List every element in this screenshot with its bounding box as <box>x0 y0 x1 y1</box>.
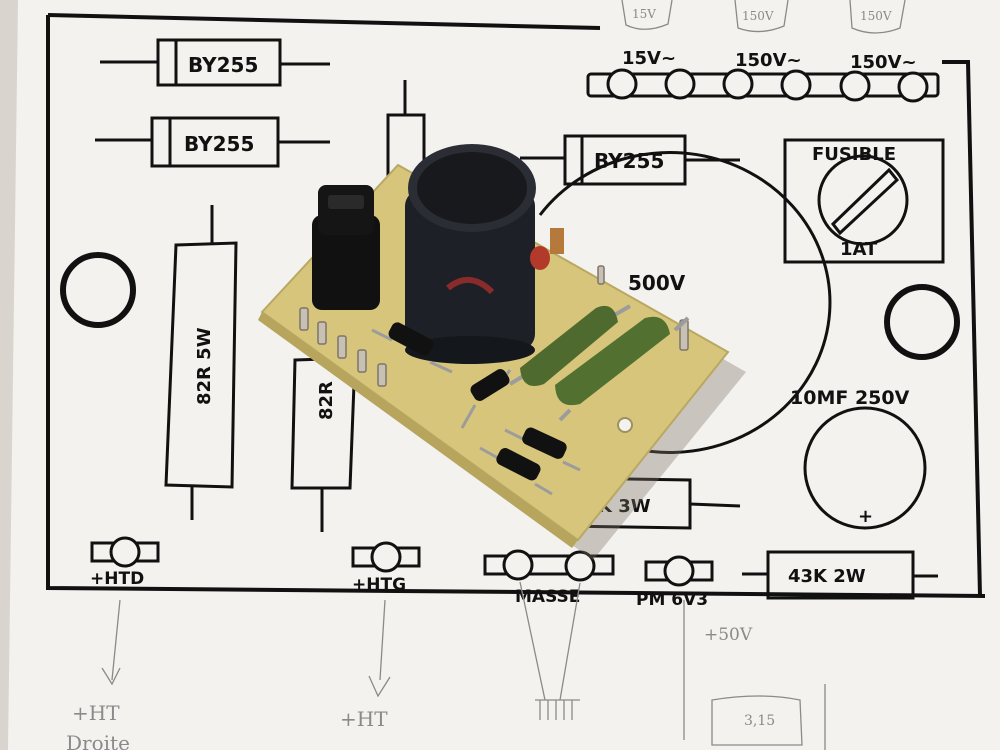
transformer-taps: 15V~ 150V~ 150V~ <box>586 48 940 103</box>
pcb-green-resistor-2 <box>555 316 690 422</box>
label-fuse-rating: 1AT <box>840 239 878 260</box>
label-pm-6v3: PM 6V3 <box>636 590 708 610</box>
label-by255-a: BY255 <box>188 53 258 77</box>
pcb-fuse-holder <box>312 185 380 310</box>
diode-by255-b: BY255 <box>95 116 330 168</box>
label-by255-b: BY255 <box>184 132 254 156</box>
mounting-hole-left <box>60 252 136 328</box>
resistor-82r-5w: 82R 5W <box>164 205 238 520</box>
terminal-masse: MASSE <box>483 549 615 607</box>
pcb-electrolytic-capacitor <box>405 144 536 364</box>
pencil-sketch <box>101 0 906 750</box>
label-tap-150v-a: 150V~ <box>735 50 802 71</box>
capacitor-10mf: 10MF 250V + <box>790 387 927 530</box>
label-82r: 82R <box>316 381 337 420</box>
pencil-ht-right: +HT <box>340 707 388 731</box>
pencil-150v-b: 150V <box>860 9 892 23</box>
terminal-pm-6v3: PM 6V3 <box>636 555 714 610</box>
fuse-holder: FUSIBLE 1AT <box>783 138 945 264</box>
label-k-3w: K 3W <box>598 496 651 517</box>
pcb-green-resistor-1 <box>508 304 632 386</box>
terminal-htd: +HTD <box>90 536 160 589</box>
pencil-ht-left: +HT <box>72 701 120 725</box>
label-10mf-250v: 10MF 250V <box>790 387 910 409</box>
label-tap-15v: 15V~ <box>622 48 676 69</box>
pencil-15v: 15V <box>632 7 656 21</box>
pcb-diodes <box>371 322 581 496</box>
label-tap-150v-b: 150V~ <box>850 52 917 73</box>
pcb-mount-hole <box>617 417 633 433</box>
label-500v: 500V <box>628 271 686 295</box>
label-htg: +HTG <box>352 575 406 595</box>
label-43k-2w: 43K 2W <box>788 566 866 587</box>
diode-by255-a: BY255 <box>100 38 330 87</box>
layout-outline-right <box>942 60 982 597</box>
pcb-red-bead <box>530 228 564 270</box>
paper-shadow <box>0 0 18 750</box>
pencil-plus-50v: +50V <box>704 625 753 645</box>
capacitor-outline-large <box>538 151 832 454</box>
pencil-droite: Droite <box>66 731 130 750</box>
mounting-hole-right <box>884 284 960 360</box>
pcb-pins <box>299 265 689 387</box>
layout-outline-top <box>47 13 601 30</box>
label-fusible: FUSIBLE <box>812 144 896 165</box>
label-cap-plus: + <box>858 506 873 527</box>
pencil-150v-a: 150V <box>742 9 774 23</box>
label-htd: +HTD <box>90 569 144 589</box>
pencil-fuse-value: 3,15 <box>744 713 775 729</box>
pcb-board-edge <box>258 312 578 548</box>
layout-outline <box>46 15 986 598</box>
resistor-43k-2w: 43K 2W <box>742 550 938 600</box>
label-masse: MASSE <box>515 587 580 607</box>
label-82r-5w: 82R 5W <box>194 327 215 405</box>
terminal-htg: +HTG <box>351 541 421 595</box>
